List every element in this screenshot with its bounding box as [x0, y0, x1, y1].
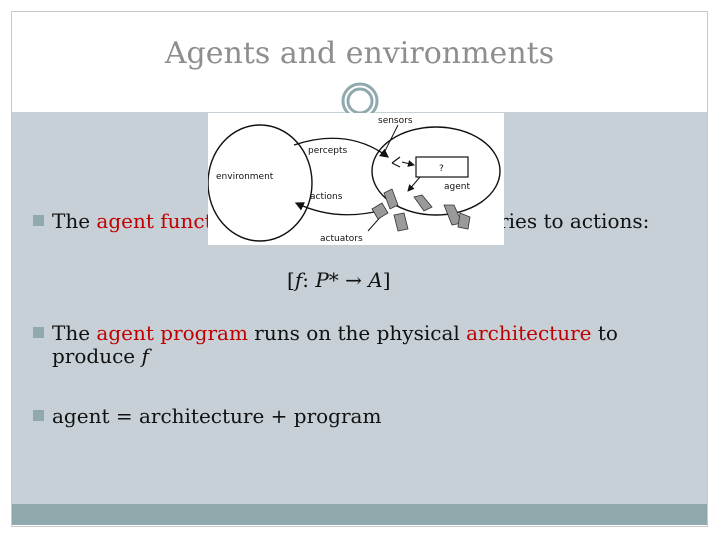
- formula: [f: P* → A]: [287, 268, 391, 292]
- highlight-agent-program: agent program: [96, 321, 248, 345]
- actuators-label: actuators: [320, 234, 363, 244]
- slide-title: Agents and environments: [164, 36, 555, 71]
- question-mark: ?: [439, 164, 444, 174]
- produce-f-symbol: f: [141, 344, 149, 368]
- bullet-agent-definition: agent = architecture + program: [33, 405, 381, 428]
- highlight-architecture: architecture: [466, 321, 592, 345]
- sensors-pointer: [383, 124, 399, 154]
- bullet-text-prefix: The: [52, 321, 97, 345]
- agent-ellipse: [371, 126, 501, 216]
- actions-label: actions: [310, 192, 343, 202]
- percepts-label: percepts: [308, 146, 347, 156]
- agent-program-box: [415, 156, 469, 178]
- bullet-text-prefix: The: [52, 209, 97, 233]
- robot-limbs-icon: [371, 188, 471, 232]
- bullet-agent-program: The agent program runs on the physical a…: [33, 322, 673, 368]
- sensors-label: sensors: [378, 116, 413, 126]
- environment-circle: [208, 124, 313, 242]
- formula-star: *: [328, 268, 339, 292]
- bullet-text: agent = architecture + program: [52, 404, 382, 428]
- agent-environment-diagram: sensors percepts environment actions ? a…: [208, 113, 504, 245]
- bullet-marker-icon: [33, 327, 44, 338]
- formula-a: A: [368, 268, 383, 292]
- agent-label: agent: [444, 182, 470, 192]
- sense-to-program-arrow: [401, 160, 415, 167]
- formula-p: P: [315, 268, 329, 292]
- formula-f: f: [294, 268, 303, 292]
- bullet-marker-icon: [33, 215, 44, 226]
- program-to-act-arrow: [407, 176, 421, 192]
- formula-open: [: [287, 268, 295, 292]
- eye-icon: [391, 156, 401, 168]
- arrow-icon: →: [345, 268, 362, 292]
- slide-frame: [11, 11, 708, 527]
- highlight-agent-function: agent function: [96, 209, 244, 233]
- bullet-text-middle: runs on the physical: [247, 321, 467, 345]
- bullet-continuation: produce f: [52, 344, 149, 368]
- bullet-marker-icon: [33, 410, 44, 421]
- footer-bar: [12, 504, 707, 525]
- environment-label: environment: [216, 172, 274, 182]
- formula-close: ]: [382, 268, 391, 292]
- bullet-text-suffix: to: [591, 321, 618, 345]
- percepts-arrow: [293, 137, 390, 158]
- formula-colon: :: [302, 268, 316, 292]
